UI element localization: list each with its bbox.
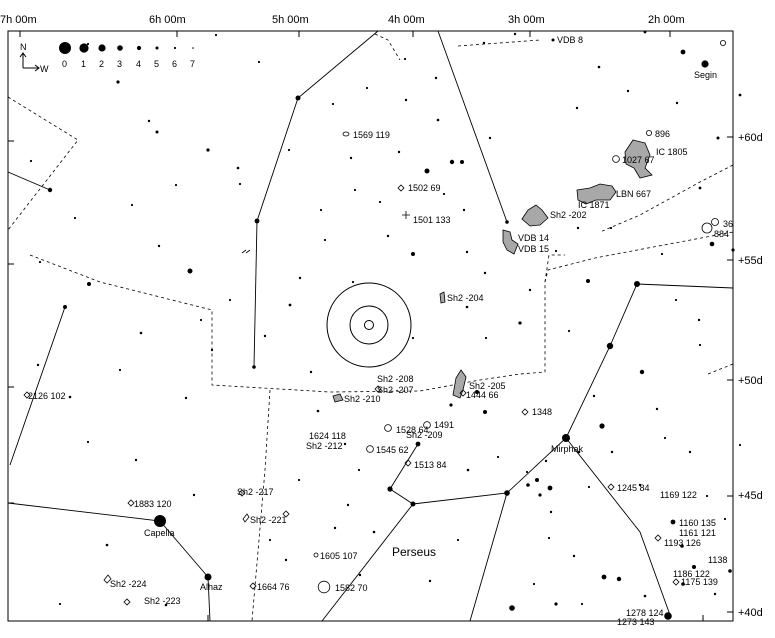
mag-label: 1 — [81, 59, 86, 69]
dec-label-40: +40d — [738, 607, 763, 619]
object-labels: VDB 8 896 IC 1805 1027 67 LBN 667 IC 187… — [28, 35, 733, 627]
ra-label-3h: 3h 00m — [508, 14, 545, 26]
object-label: Sh2 -208 — [377, 374, 414, 384]
object-label: 1444 66 — [466, 390, 499, 400]
object-label: Sh2 -217 — [237, 487, 274, 497]
mag-1-dot — [79, 43, 89, 53]
object-label: 1348 — [532, 407, 552, 417]
mag-6-dot — [173, 46, 177, 50]
mag-label: 4 — [136, 59, 141, 69]
mag-2-dot — [98, 44, 106, 52]
object-label: VDB 15 — [518, 244, 549, 254]
object-label: 1273 143 — [617, 617, 655, 627]
object-label: 1605 107 — [320, 551, 358, 561]
mag-label: 2 — [99, 59, 104, 69]
object-label: 1502 69 — [408, 183, 441, 193]
object-label: Sh2 -205 — [469, 381, 506, 391]
object-label: Sh2 -210 — [344, 394, 381, 404]
object-label: VDB 8 — [557, 35, 583, 45]
object-label: 1569 119 — [353, 130, 390, 140]
object-label: VDB 14 — [518, 233, 549, 243]
mag-label: 5 — [154, 59, 159, 69]
dec-label-50: +50d — [738, 375, 763, 387]
object-label: 896 — [655, 129, 670, 139]
object-label: 36 — [723, 219, 733, 229]
object-label: 1513 84 — [414, 460, 447, 470]
object-label: 1278 124 — [626, 608, 664, 618]
nebula-patches — [332, 139, 653, 403]
object-label: 1138 — [708, 555, 727, 565]
object-label: 1664 76 — [257, 582, 290, 592]
mag-label: 0 — [62, 59, 67, 69]
object-label: 1175 139 — [681, 577, 718, 587]
dec-label-60: +60d — [738, 132, 763, 144]
object-label: 1160 135 — [679, 518, 716, 528]
ra-label-6h: 6h 00m — [149, 14, 186, 26]
object-label: 1245 84 — [617, 483, 650, 493]
constellation-boundaries — [7, 33, 734, 622]
object-label: 1027 67 — [622, 155, 655, 165]
ra-label-4h: 4h 00m — [388, 14, 425, 26]
ra-label-2h: 2h 00m — [648, 14, 685, 26]
object-label: IC 1805 — [656, 147, 688, 157]
star-label-alhaz: Alhaz — [200, 582, 223, 592]
object-label: Sh2 -209 — [406, 430, 443, 440]
mag-4-dot — [136, 45, 142, 51]
object-label: 1491 — [434, 420, 454, 430]
object-label: 1193 126 — [664, 538, 701, 548]
object-label: 1624 118 — [309, 431, 346, 441]
mag-label: 7 — [190, 59, 195, 69]
object-label: 1582 70 — [335, 583, 368, 593]
field-of-view-rings — [326, 282, 412, 368]
mag-5-dot — [155, 46, 159, 50]
dec-label-55: +55d — [738, 255, 763, 267]
object-label: 1545 62 — [376, 445, 409, 455]
deep-sky-markers — [23, 40, 727, 606]
object-label: Sh2 -204 — [447, 293, 484, 303]
mag-label: 3 — [117, 59, 122, 69]
dec-label-45: +45d — [738, 490, 763, 502]
star-label-mirphak: Mirphak — [551, 444, 584, 454]
object-label: Sh2 -221 — [250, 515, 287, 525]
legend: N W 0 1 2 3 4 5 6 7 — [19, 42, 195, 74]
object-label: 1883 120 — [134, 499, 172, 509]
object-label: 2126 102 — [28, 391, 66, 401]
object-label: Sh2 -207 — [377, 385, 414, 395]
star-label-segin: Segin — [694, 70, 717, 80]
compass-arrow-icon — [19, 52, 40, 72]
object-label: 884 — [714, 229, 729, 239]
object-label: Sh2 -212 — [306, 441, 343, 451]
object-label: 1161 121 — [679, 528, 716, 538]
star-label-capella: Capella — [144, 528, 175, 538]
chart-frame — [7, 30, 734, 622]
object-label: 1501 133 — [413, 215, 451, 225]
constellation-name-perseus: Perseus — [392, 545, 436, 559]
mag-0-dot — [59, 42, 71, 54]
ra-label-7h: 7h 00m — [0, 14, 37, 26]
legend-west: W — [40, 64, 49, 74]
object-label: 1186 122 — [673, 569, 710, 579]
ra-label-5h: 5h 00m — [272, 14, 309, 26]
object-label: Sh2 -202 — [550, 210, 587, 220]
stars — [29, 30, 742, 620]
mag-3-dot — [117, 45, 123, 51]
object-label: 1169 122 — [660, 490, 697, 500]
object-label: Sh2 -224 — [110, 579, 147, 589]
object-label: LBN 667 — [616, 189, 651, 199]
mag-7-dot — [192, 47, 194, 49]
object-label: 1528 64 — [396, 425, 429, 435]
object-label: Sh2 -223 — [144, 596, 181, 606]
mag-label: 6 — [172, 59, 177, 69]
legend-north: N — [20, 42, 27, 52]
object-label: IC 1871 — [578, 200, 610, 210]
